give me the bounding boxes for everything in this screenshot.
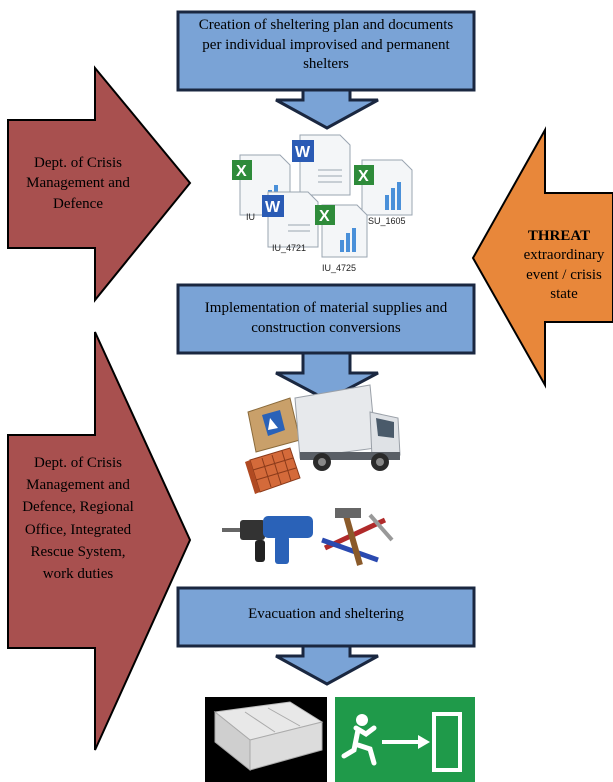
excel-file-icon: X [354,159,413,216]
file-label: IU_4721 [272,243,307,253]
file-label: IU_4725 [322,263,357,273]
step-3-text: Evacuation and sheltering [248,606,404,622]
step-3-box [176,586,476,648]
word-file-icon: W [292,134,351,196]
left-arrow-1-text: Dept. of Crisis Management and Defence [26,155,130,212]
word-file-icon: W [262,191,319,248]
exit-sign-image [335,697,475,782]
truck-image [294,384,401,471]
cement-bag-image [247,397,301,453]
excel-file-icon: X [315,204,368,258]
brick-image [245,447,301,494]
threat-title: THREAT [527,228,591,244]
step-2-text: Implementation of material supplies and … [204,300,448,336]
left-arrow-2-text: Dept. of Crisis Management and Defence, … [22,455,134,582]
svg-text:W: W [295,144,311,161]
svg-text:W: W [265,199,281,216]
step-2-down-arrow [275,351,379,402]
threat-arrow [471,126,613,389]
shelter-room-image [205,697,327,782]
drill-image [222,516,313,564]
svg-text:X: X [319,208,330,225]
step-3-down-arrow [275,644,379,686]
file-label: IU [246,212,255,222]
hand-tools-image [321,508,394,566]
left-arrow-2 [7,331,192,751]
left-arrow-1 [7,65,192,303]
threat-text: extraordinary event / crisis state [523,247,605,302]
step-1-text: Creation of sheltering plan and document… [198,17,454,72]
step-2-box [176,283,476,355]
step-1-down-arrow [275,88,379,130]
svg-text:X: X [358,168,369,185]
file-label: SU_1605 [368,216,406,226]
svg-text:X: X [236,163,247,180]
